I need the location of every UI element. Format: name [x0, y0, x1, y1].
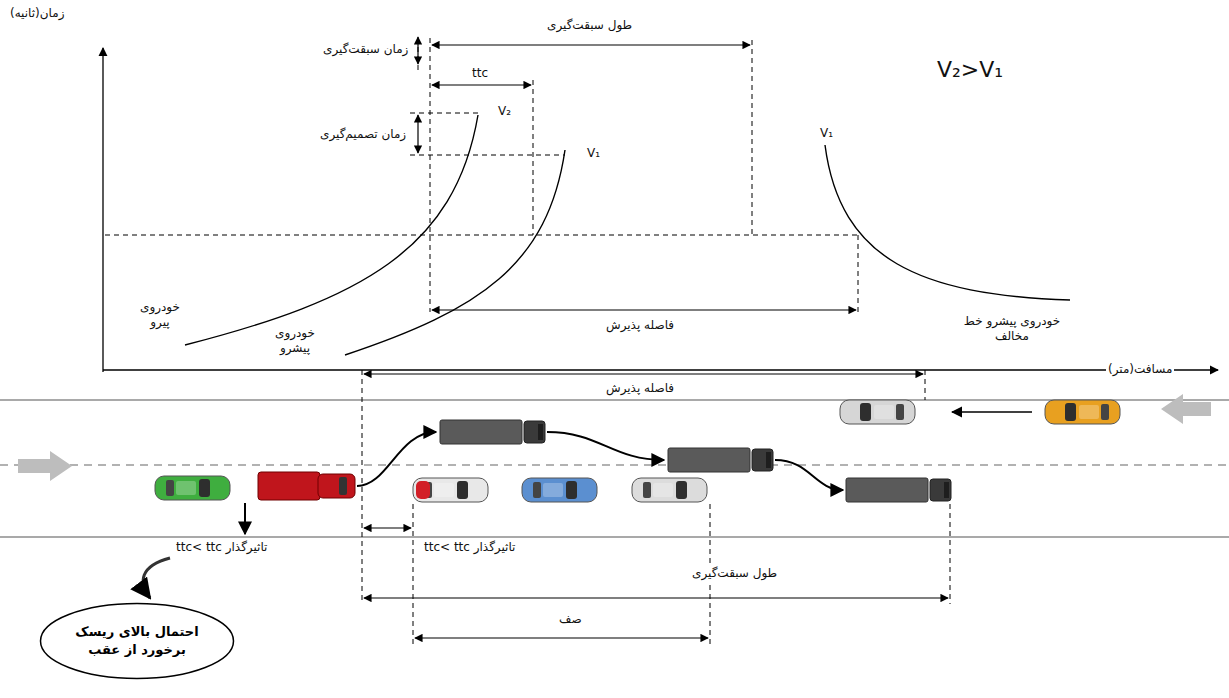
label: خودروی پیرو	[127, 300, 193, 330]
ellipse-shape	[41, 604, 234, 679]
white-car	[632, 478, 707, 502]
label: V₂	[496, 104, 513, 119]
direction-arrow	[1161, 394, 1211, 424]
label: زمان(ثانیه)	[8, 6, 66, 21]
guide-line	[858, 235, 859, 312]
path-arrow	[547, 432, 664, 460]
road-edge	[0, 399, 1229, 400]
dimension-arrow	[415, 637, 708, 638]
label: طول سبقت‌گیری	[545, 18, 634, 33]
lane-divider	[0, 464, 1229, 465]
white-car	[413, 478, 488, 502]
dimension-arrow	[432, 309, 856, 310]
leader-arrow	[244, 503, 246, 534]
leader-arrow	[143, 558, 170, 598]
label: ttc	[470, 66, 490, 81]
node-text: احتمال بالای ریسک برخورد از عقب	[71, 602, 203, 659]
overtaking-truck	[846, 478, 951, 502]
guide-line	[430, 38, 431, 312]
opposing-curve	[825, 145, 1070, 300]
guide-line	[410, 155, 565, 156]
path-arrow	[775, 460, 843, 490]
guide-line	[950, 504, 951, 604]
dimension-arrow	[432, 44, 750, 45]
dimension-arrow	[432, 84, 531, 85]
dimension-arrow	[417, 37, 418, 64]
road-edge	[0, 536, 1229, 537]
opposing-car	[1045, 400, 1120, 424]
label: خودروی پیشرو	[262, 326, 328, 356]
overtaking-truck	[440, 420, 545, 444]
label: صف	[557, 612, 584, 627]
label: V₂>V₁	[935, 56, 1005, 84]
blue-car	[522, 478, 597, 502]
label: زمان سبقت‌گیری	[321, 42, 410, 57]
guide-line	[413, 504, 414, 645]
leader-curve	[345, 150, 565, 355]
guide-line	[362, 370, 363, 604]
risk-ellipse: احتمال بالای ریسک برخورد از عقب	[39, 602, 235, 680]
guide-line	[533, 80, 534, 235]
guide-line	[925, 370, 926, 400]
label: طول سبقت‌گیری	[690, 566, 779, 581]
label: زمان تصمیم‌گیری	[318, 127, 408, 142]
guide-line	[410, 113, 478, 114]
direction-arrow	[18, 451, 72, 481]
label: ttc< ttc تاثیرگذار	[174, 540, 269, 555]
ellipse-outline	[39, 602, 235, 680]
label: مسافت(متر)	[1106, 362, 1174, 377]
dimension-arrow	[364, 527, 411, 528]
car-detail	[416, 481, 430, 499]
follower-curve	[185, 115, 478, 345]
dimension-arrow	[364, 597, 948, 598]
dimension-arrow	[417, 115, 418, 153]
label: فاصله پذیرش	[604, 381, 676, 396]
guide-line	[105, 235, 858, 236]
label: V₁	[585, 146, 602, 161]
green-car	[155, 476, 230, 500]
overtaking-truck	[668, 448, 773, 472]
x-axis	[103, 369, 1218, 370]
label: ttc< ttc تاثیرگذار	[422, 540, 517, 555]
label: خودروی پیشرو خط مخالف	[954, 314, 1070, 344]
guide-line	[418, 38, 419, 70]
label: V₁	[818, 126, 835, 141]
y-axis	[102, 48, 103, 372]
guide-line	[752, 40, 753, 235]
path-arrow	[357, 432, 436, 486]
label: فاصله پذیرش	[604, 318, 676, 333]
red-pickup	[258, 472, 355, 500]
dimension-arrow	[364, 373, 923, 374]
opposing-car	[840, 400, 915, 424]
motion-arrow	[952, 411, 1032, 413]
